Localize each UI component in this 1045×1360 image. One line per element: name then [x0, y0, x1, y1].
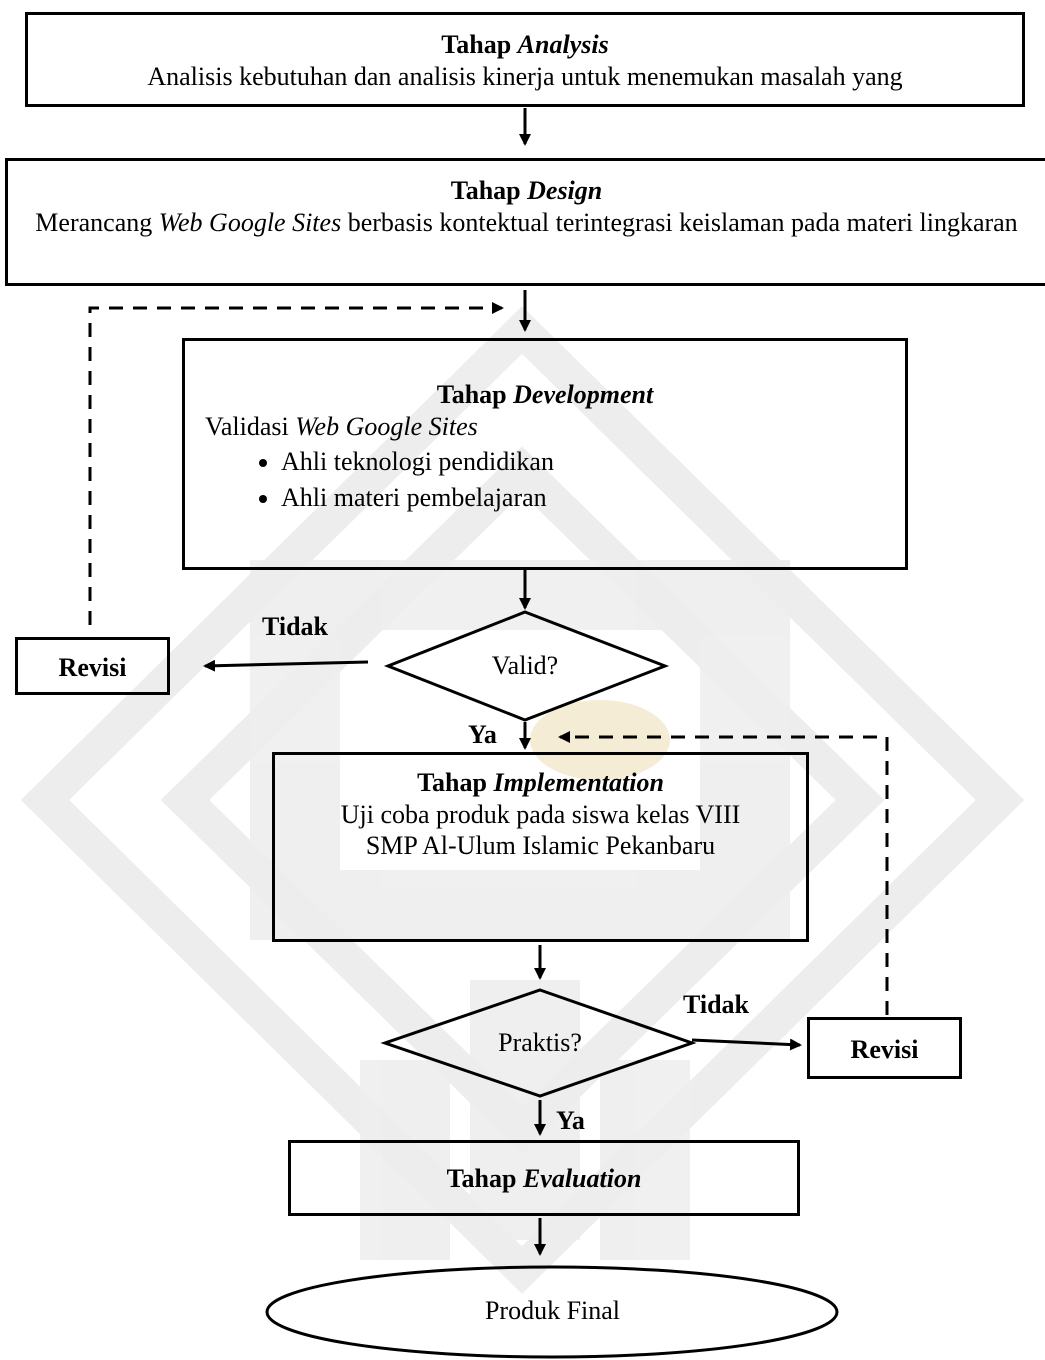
revisi-left-box: Revisi	[15, 637, 170, 695]
praktis-question: Praktis?	[498, 1028, 582, 1057]
development-box: Tahap Development Validasi Web Google Si…	[182, 338, 908, 570]
valid-question: Valid?	[491, 651, 559, 680]
revisi-right-box: Revisi	[807, 1017, 962, 1079]
evaluation-box: Tahap Evaluation	[288, 1140, 800, 1216]
arrow-valid-to-revisi-left	[203, 659, 369, 672]
design-description: Merancang Web Google Sites berbasis kont…	[35, 207, 1018, 237]
final-product-label: Produk Final	[484, 1296, 621, 1325]
implementation-box: Tahap Implementation Uji coba produk pad…	[272, 752, 809, 942]
analysis-box: Tahap Analysis Analisis kebutuhan dan an…	[25, 12, 1025, 107]
valid-yes-label: Ya	[468, 720, 497, 749]
final-product-shape	[265, 1265, 839, 1359]
revisi-right-label: Revisi	[850, 1035, 919, 1064]
development-expert-item: Ahli materi pembelajaran	[281, 482, 905, 514]
praktis-yes-label: Ya	[556, 1106, 585, 1135]
implementation-title: Tahap Implementation	[417, 768, 664, 797]
development-expert-list: Ahli teknologi pendidikan Ahli materi pe…	[185, 446, 905, 513]
valid-no-label: Tidak	[262, 612, 329, 641]
analysis-title: Tahap Analysis	[441, 30, 609, 59]
development-title: Tahap Development	[436, 380, 654, 409]
arrow-praktis-to-revisi-right	[691, 1038, 802, 1051]
dashed-loop-revisi-left-to-development	[88, 302, 504, 625]
praktis-no-label: Tidak	[683, 990, 750, 1019]
praktis-decision-shape	[380, 988, 697, 1098]
valid-decision-shape	[383, 610, 670, 722]
dashed-loop-revisi-right-to-implementation	[558, 731, 889, 1015]
design-box: Tahap Design Merancang Web Google Sites …	[5, 158, 1045, 286]
evaluation-title: Tahap Evaluation	[446, 1164, 642, 1193]
revisi-left-label: Revisi	[58, 653, 127, 682]
implementation-description: Uji coba produk pada siswa kelas VIII SM…	[340, 799, 741, 861]
design-title: Tahap Design	[450, 176, 603, 205]
development-expert-item: Ahli teknologi pendidikan	[281, 446, 905, 478]
analysis-description: Analisis kebutuhan dan analisis kinerja …	[147, 61, 903, 91]
development-description: Validasi Web Google Sites	[205, 411, 478, 441]
